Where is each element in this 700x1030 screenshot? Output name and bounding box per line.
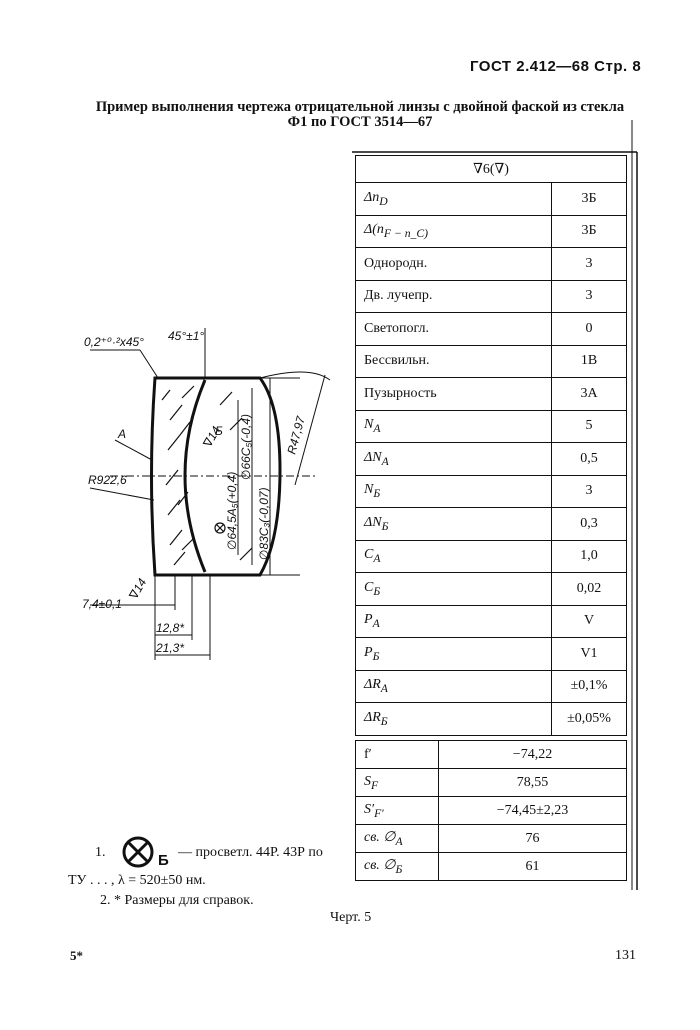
param-label: Однородн. [355, 247, 552, 281]
table-row: ΔRA±0,1% [355, 669, 627, 703]
coating-symbol-subscript: Б [158, 852, 169, 869]
param-value: 0,3 [551, 507, 627, 541]
roughness-dim-2: ∇14 [126, 576, 149, 603]
width-1-dim: 12,8* [156, 621, 184, 635]
param-value: 3 [551, 474, 627, 508]
param-value: 1В [551, 344, 627, 378]
note-1-number: 1. [95, 845, 106, 860]
param-label: NA [355, 409, 552, 443]
param-label: CA [355, 539, 552, 573]
optics-value: −74,22 [438, 740, 627, 769]
param-value: 3А [551, 377, 627, 411]
param-label: PБ [355, 637, 552, 671]
optics-label: св. ∅A [355, 824, 439, 853]
param-value: V [551, 604, 627, 638]
param-value: 3 [551, 279, 627, 313]
diameter-3-dim: ∅83C₃(-0,07) [257, 487, 271, 560]
width-2-dim: 21,3* [155, 641, 184, 655]
coating-symbol-icon [122, 836, 154, 868]
optics-label: S′F′ [355, 796, 439, 825]
param-value: 5 [551, 409, 627, 443]
optics-value: 76 [438, 824, 627, 853]
surface-a-label: А [117, 427, 126, 441]
param-label: Пузырность [355, 377, 552, 411]
param-label: Дв. лучепр. [355, 279, 552, 313]
param-label: ΔRБ [355, 702, 552, 736]
param-value: 0,5 [551, 442, 627, 476]
param-label: ΔNA [355, 442, 552, 476]
table-row: Светопогл.0 [355, 312, 627, 346]
optics-value: 61 [438, 852, 627, 881]
figure-caption: Черт. 5 [330, 910, 372, 925]
optics-value: 78,55 [438, 768, 627, 797]
surface-finish-header: ∇6(∇) [355, 155, 627, 183]
param-label: Δ(nF − n_C) [355, 214, 552, 248]
title-line-2: Ф1 по ГОСТ 3514—67 [287, 114, 433, 130]
param-label: PA [355, 604, 552, 638]
param-value: 0,02 [551, 572, 627, 606]
diameter-1-dim: ∅64,5A₅(+0,4) [225, 472, 239, 550]
param-value: 3Б [551, 214, 627, 248]
optics-label: f′ [355, 740, 439, 769]
param-label: ΔNБ [355, 507, 552, 541]
param-value: 3Б [551, 182, 627, 216]
note-1-text: — просветл. 44Р. 43Р по [178, 845, 323, 860]
page-header: ГОСТ 2.412—68 Стр. 8 [470, 58, 642, 75]
param-value: V1 [551, 637, 627, 671]
table-row: Однородн.3 [355, 247, 627, 281]
param-label: NБ [355, 474, 552, 508]
lens-drawing: 0,2⁺⁰·²x45° 45°±1° А Б R922,6 ∇14 ∇14 ∅6… [82, 328, 331, 660]
param-label: ΔRA [355, 669, 552, 703]
angle-dim: 45°±1° [168, 329, 204, 343]
optics-label: SF [355, 768, 439, 797]
table-header-row: ∇6(∇) [355, 155, 627, 183]
param-label: CБ [355, 572, 552, 606]
param-value: 3 [551, 247, 627, 281]
title-line-1: Пример выполнения чертежа отрицательной … [95, 99, 625, 115]
optics-label: св. ∅Б [355, 852, 439, 881]
param-label: ΔnD [355, 182, 552, 216]
param-value: ±0,05% [551, 702, 627, 736]
param-value: 1,0 [551, 539, 627, 573]
surface-b-label: Б [215, 424, 223, 438]
note-1-text-cont: ТУ . . . , λ = 520±50 нм. [68, 873, 206, 888]
param-value: ±0,1% [551, 669, 627, 703]
note-2-text: 2. * Размеры для справок. [100, 893, 254, 908]
param-value: 0 [551, 312, 627, 346]
table-row: ΔRБ±0,05% [355, 702, 627, 736]
drawing-title: Пример выполнения чертежа отрицательной … [60, 100, 660, 130]
table-row: Бессвильн.1В [355, 344, 627, 378]
chamfer-dim: 0,2⁺⁰·²x45° [84, 335, 144, 349]
optics-row: S′F′−74,45±2,23 [355, 796, 627, 825]
param-label: Бессвильн. [355, 344, 552, 378]
optics-row: f′−74,22 [355, 740, 627, 769]
table-row: Δ(nF − n_C)3Б [355, 214, 627, 248]
optics-value: −74,45±2,23 [438, 796, 627, 825]
sheet-signature: 5* [70, 948, 83, 963]
param-label: Светопогл. [355, 312, 552, 346]
radius-a-dim: R922,6 [88, 473, 127, 487]
thickness-dim: 7,4±0,1 [82, 597, 122, 611]
page-number: 131 [615, 948, 636, 963]
diameter-2-dim: ∅66C₅(-0,4) [239, 414, 253, 480]
table-row: Дв. лучепр.3 [355, 279, 627, 313]
